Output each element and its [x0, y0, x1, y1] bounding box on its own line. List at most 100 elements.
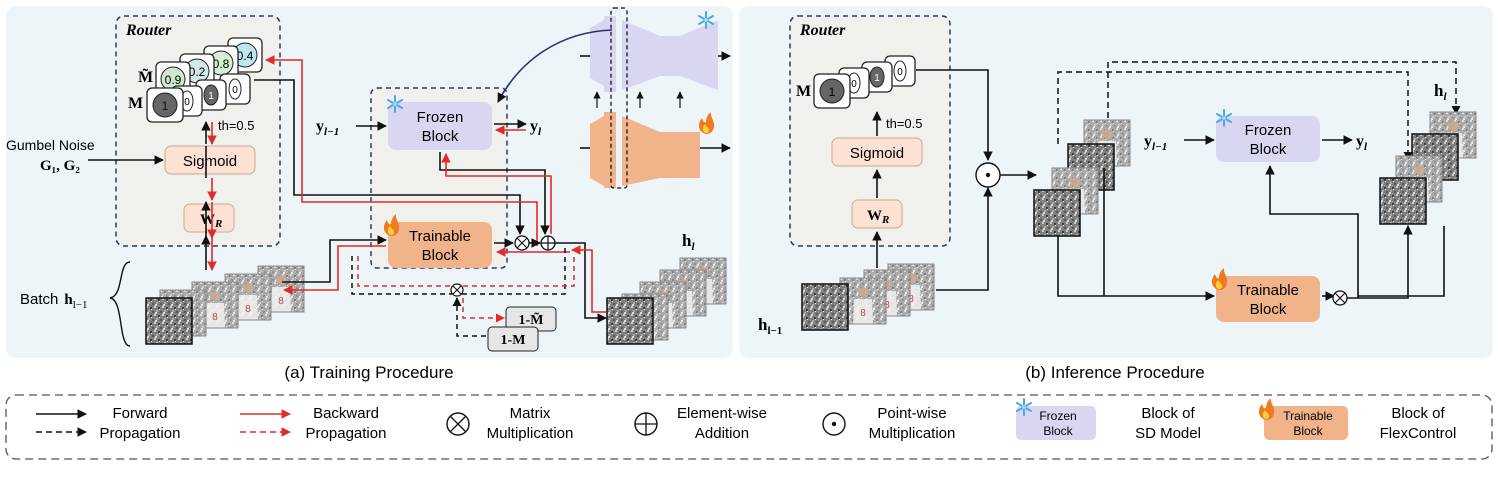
legend-frozen-chip — [1016, 406, 1096, 440]
one-minus-mtilde-arrow — [462, 298, 505, 323]
output-y-label-b: yl — [1356, 133, 1368, 153]
threshold-label-b: th=0.5 — [886, 116, 923, 131]
one-minus-m-arrow — [452, 297, 486, 337]
weight-label-b: WR — [867, 208, 889, 226]
mask-tilde-value-3: 0.8 — [213, 57, 230, 71]
trainable-to-batch-backward — [283, 245, 386, 295]
mask-b-value-3: 1 — [874, 73, 880, 84]
caption-a: (a) Training Procedure — [284, 363, 453, 382]
gumbel-vars: G₁, G₂ — [40, 158, 80, 174]
router-title: Router — [125, 22, 172, 39]
legend-pointwise-line1: Point-wise — [877, 405, 946, 422]
output-backward — [571, 245, 606, 313]
mask-value-3: 1 — [208, 91, 214, 102]
legend-trainable-chip-line2: Block — [1293, 424, 1323, 438]
legend-trainable-desc-line1: Block of — [1391, 405, 1445, 422]
legend-box — [5, 394, 1493, 460]
mask-tilde-value-2: 0.2 — [189, 65, 206, 79]
one-minus-mtilde-label: 1-M̃ — [519, 311, 544, 328]
multiply-to-frozen — [1265, 165, 1359, 298]
sigmoid-box — [164, 145, 256, 175]
input-y-label: yl−1 — [316, 118, 339, 138]
mask-to-multiply — [254, 79, 525, 235]
output-h-label-a: hl — [682, 231, 695, 253]
frozen-to-add — [439, 152, 550, 235]
mask-value-4: 0 — [232, 85, 238, 96]
mask-value-2: 0 — [184, 97, 190, 108]
output-h-label-b: hl — [1434, 81, 1447, 103]
mask-value-1: 1 — [162, 99, 169, 113]
trainable-block — [388, 222, 492, 268]
dashed-forward-right — [462, 248, 566, 295]
legend-forward-line1: Forward — [112, 405, 167, 422]
output-return — [1358, 226, 1445, 297]
sigmoid-box-b — [831, 137, 923, 167]
frozen-block-b-line2: Block — [1250, 141, 1287, 158]
sigmoid-label-b: Sigmoid — [850, 145, 904, 162]
mask-b-value-1: 1 — [829, 85, 836, 99]
mask-backward-path — [265, 55, 538, 246]
split-to-trainable — [1057, 236, 1215, 301]
dashed-forward-left — [351, 256, 452, 295]
mask-tilde-value-4: 0.4 — [237, 49, 254, 63]
legend-backward-line2: Propagation — [306, 425, 387, 442]
frozen-block-line2: Block — [422, 128, 459, 145]
trainable-block-b — [1216, 276, 1320, 322]
mask-to-pointwise — [916, 69, 993, 161]
legend-frozen-desc-line1: Block of — [1141, 405, 1195, 422]
skip-connection-2 — [1107, 61, 1461, 118]
batch-brace — [109, 261, 131, 347]
legend-add-line2: Addition — [695, 425, 749, 442]
legend-frozen-chip-line2: Block — [1043, 424, 1073, 438]
trainable-block-line2: Block — [422, 247, 459, 264]
add-to-output — [555, 242, 607, 323]
skip-connection-1 — [1057, 71, 1413, 161]
legend-frozen-desc-line2: SD Model — [1135, 425, 1201, 442]
one-minus-m-box — [487, 326, 539, 352]
mask-label-b: M — [796, 83, 811, 100]
legend-backward-line1: Backward — [313, 405, 379, 422]
frozen-block-line1: Frozen — [417, 109, 464, 126]
gumbel-title: Gumbel Noise — [6, 137, 95, 153]
legend-matrix-line1: Matrix — [510, 405, 551, 422]
sigmoid-label: Sigmoid — [183, 153, 237, 170]
threshold-label: th=0.5 — [218, 118, 255, 133]
caption-b: (b) Inference Procedure — [1025, 363, 1205, 382]
legend-frozen-chip-line1: Frozen — [1039, 409, 1076, 423]
one-minus-m-label: 1-M — [501, 333, 526, 348]
frozen-block-b-line1: Frozen — [1245, 122, 1292, 139]
mask-stack-b: 0 1 0 1 — [813, 55, 916, 109]
input-h-label-b: hl−1 — [758, 315, 782, 337]
input-y-label-b: yl−1 — [1144, 133, 1167, 153]
trainable-block-b-line1: Trainable — [1237, 282, 1299, 299]
mask-b-value-2: 0 — [851, 79, 857, 90]
legend-trainable-chip-line1: Trainable — [1283, 409, 1333, 423]
legend-add-line1: Element-wise — [677, 405, 767, 422]
legend-trainable-chip — [1264, 406, 1348, 440]
legend-pointwise-line2: Multiplication — [869, 425, 956, 442]
batch-to-trainable — [282, 235, 387, 283]
weight-box-b — [851, 199, 903, 229]
unet-sketch — [580, 7, 731, 189]
trainable-block-line1: Trainable — [409, 228, 471, 245]
h-to-pointwise — [936, 187, 993, 291]
legend-matrix-line2: Multiplication — [487, 425, 574, 442]
legend-forward-line2: Propagation — [100, 425, 181, 442]
frozen-block-b — [1216, 116, 1320, 162]
legend-trainable-desc-line2: FlexControl — [1380, 425, 1457, 442]
add-to-frozen-backward — [441, 153, 552, 234]
mask-b-value-4: 0 — [897, 67, 903, 78]
router-title-b: Router — [799, 22, 846, 39]
mask-stack: 0.4 0.8 0.2 0.9 0 1 0 1 — [146, 37, 263, 123]
unet-to-frozen-curve — [497, 29, 613, 103]
mask-tilde-label: M̃ — [138, 67, 153, 86]
frozen-block — [388, 102, 492, 150]
output-y-label: yl — [530, 118, 542, 138]
dashed-backward-top — [357, 254, 575, 287]
mask-tilde-value-1: 0.9 — [165, 73, 182, 87]
mask-label: M — [128, 95, 143, 112]
multiply-to-output — [1347, 225, 1413, 299]
trainable-block-b-line2: Block — [1250, 301, 1287, 318]
